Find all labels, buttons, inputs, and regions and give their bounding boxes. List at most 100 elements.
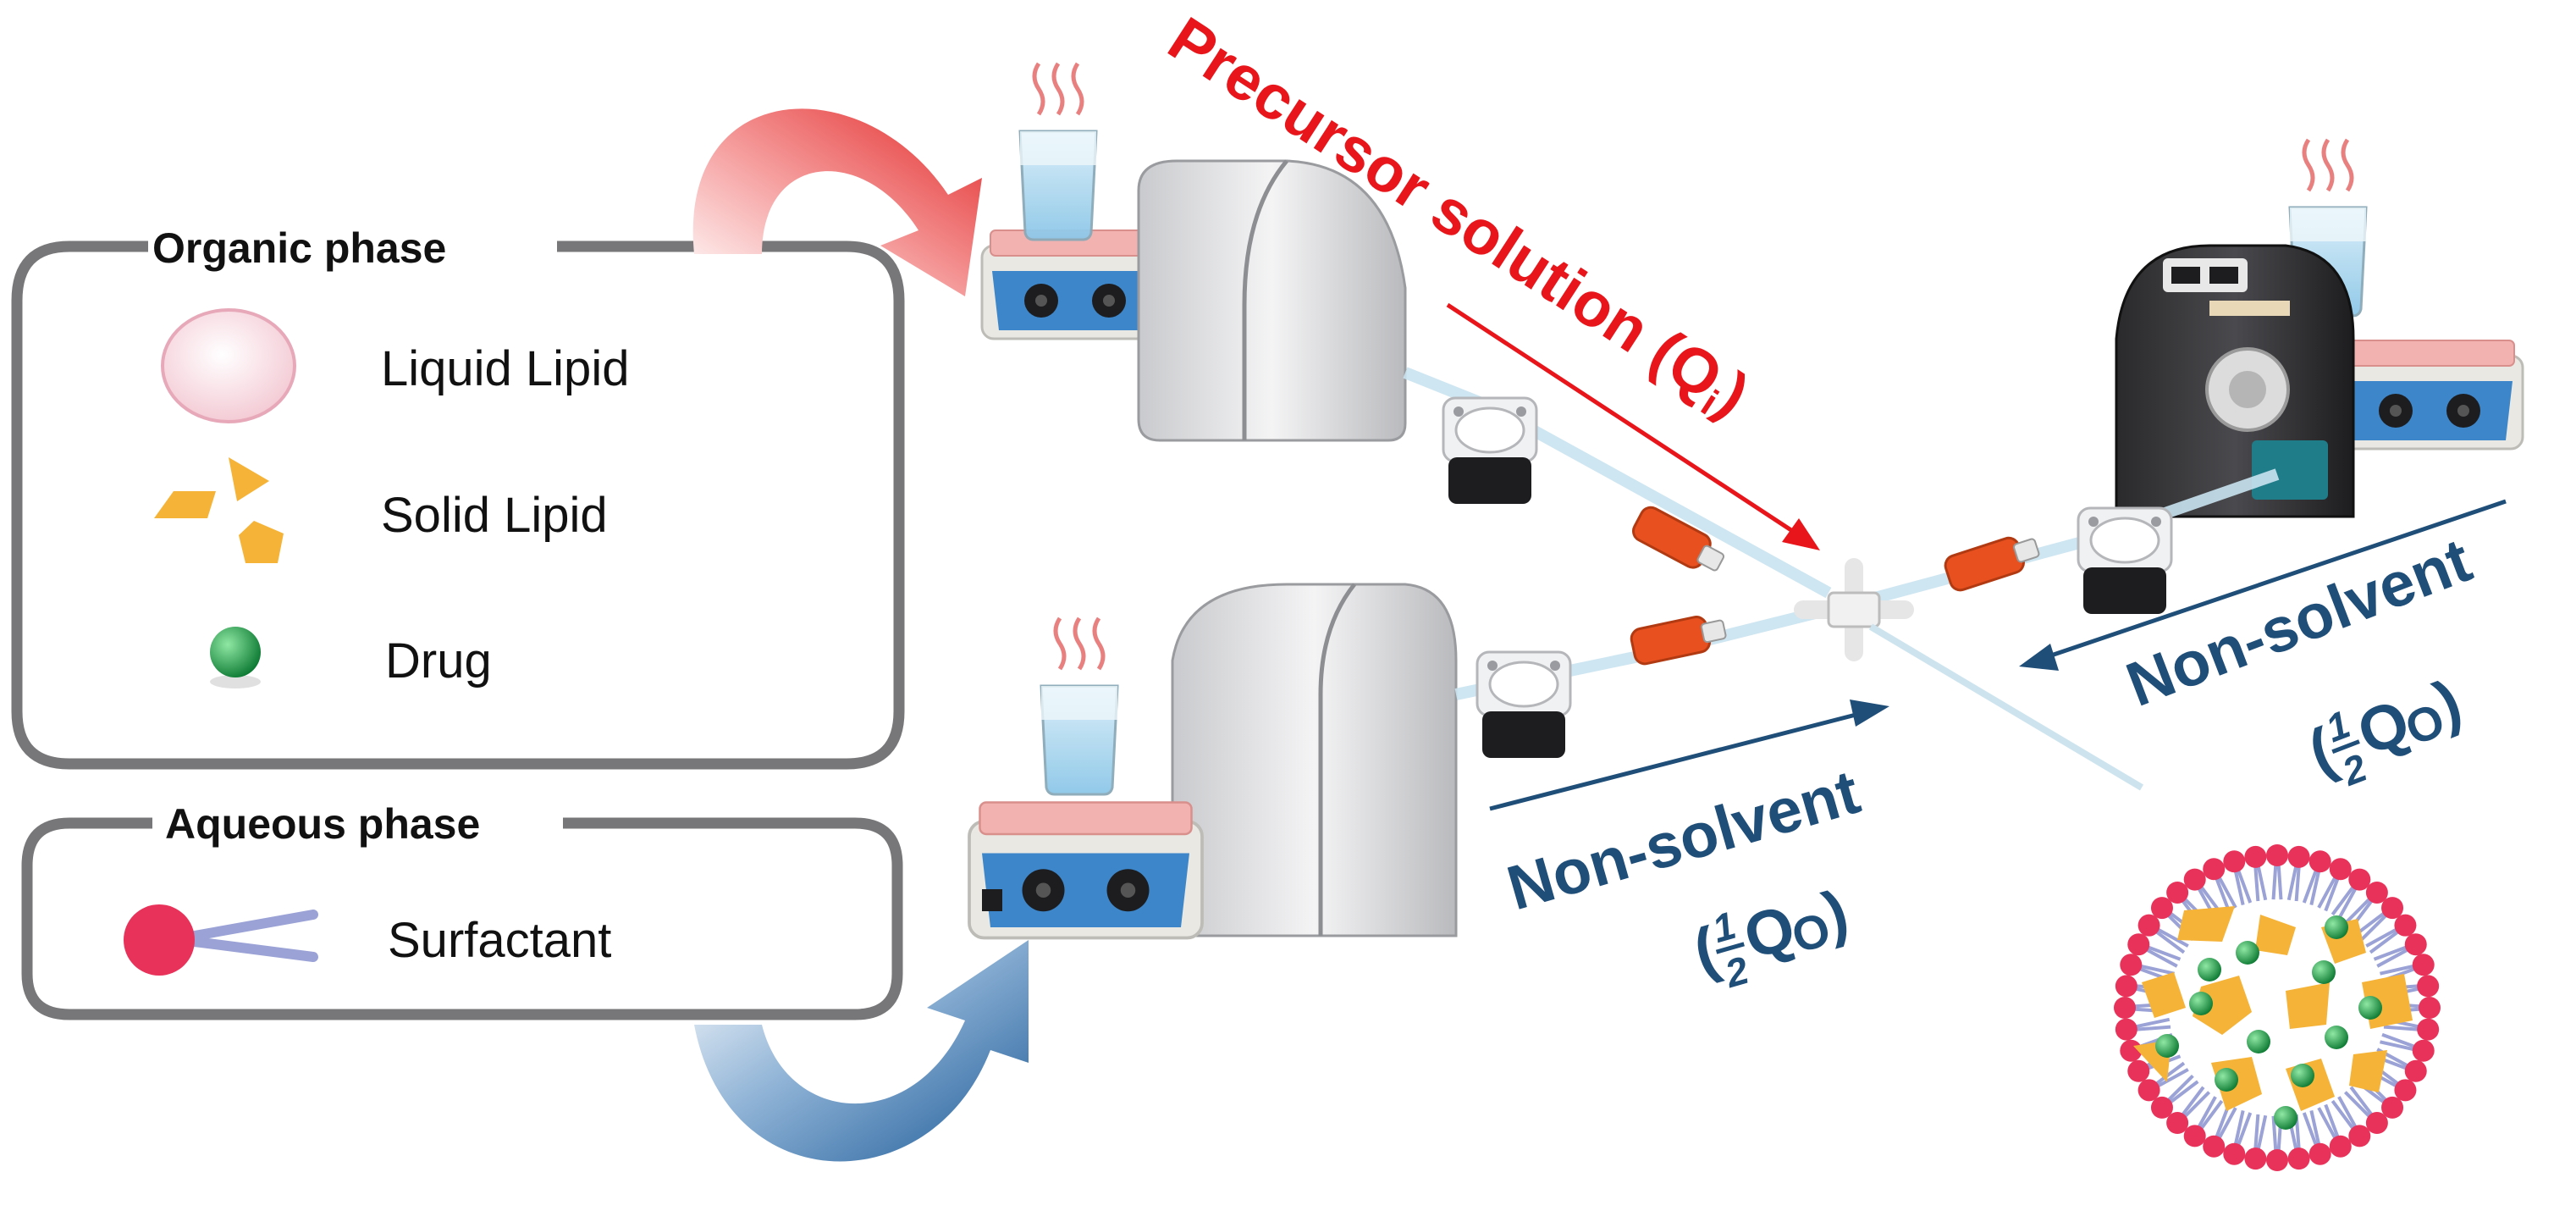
surfactant-head bbox=[2308, 850, 2331, 873]
cross-mixing-junction bbox=[1794, 558, 1914, 661]
surfactant-tail bbox=[2294, 866, 2301, 902]
surfactant-head bbox=[2365, 1112, 2388, 1135]
aqueous-hotplate-stirrer bbox=[968, 800, 1204, 940]
solid-lipid-label: Solid Lipid bbox=[381, 488, 608, 543]
drug-particle bbox=[2236, 941, 2259, 965]
surfactant-tail bbox=[2182, 1086, 2205, 1116]
drug-particle bbox=[2189, 992, 2213, 1015]
surfactant-tail bbox=[2373, 945, 2407, 961]
surfactant-head bbox=[2127, 933, 2150, 956]
surfactant-head bbox=[2412, 1039, 2435, 1062]
surfactant-tail bbox=[2169, 1080, 2199, 1103]
surfactant-head bbox=[2127, 1059, 2150, 1082]
surfactant-tail bbox=[2369, 931, 2399, 954]
surfactant-tail bbox=[2157, 927, 2189, 948]
drug-particle bbox=[2291, 1064, 2314, 1087]
surfactant-head bbox=[2223, 1142, 2246, 1165]
surfactant-head bbox=[2381, 897, 2404, 920]
surfactant-tail bbox=[2309, 1110, 2320, 1145]
organic-syringe-pump bbox=[1137, 159, 1407, 442]
surfactant-head bbox=[2150, 897, 2173, 920]
surfactant-head bbox=[2137, 1079, 2160, 1102]
aqueous-phase-title: Aqueous phase bbox=[165, 800, 480, 848]
fraction-denominator: 2 bbox=[1719, 948, 1753, 996]
surfactant-tail bbox=[2380, 1040, 2414, 1051]
surfactant-head bbox=[2223, 850, 2246, 873]
surfactant-tail bbox=[2218, 876, 2237, 909]
solid-lipid-icon bbox=[154, 457, 284, 563]
organic-transfer-arrow bbox=[692, 108, 982, 296]
drug-particle bbox=[2325, 915, 2348, 939]
liquid-lipid-label: Liquid Lipid bbox=[381, 341, 629, 396]
surfactant-head bbox=[2404, 1059, 2427, 1082]
surfactant-label: Surfactant bbox=[388, 913, 611, 968]
surfactant-tail bbox=[2155, 1061, 2186, 1085]
surfactant-tail bbox=[2355, 912, 2386, 936]
organic-beaker bbox=[1020, 64, 1096, 240]
drug-icon bbox=[210, 627, 261, 688]
surfactant-tail bbox=[2343, 898, 2371, 925]
aqueous-connector bbox=[1628, 610, 1729, 667]
surfactant-tail bbox=[2234, 871, 2245, 905]
surfactant-tail bbox=[2218, 1107, 2237, 1139]
surfactant-tail bbox=[2380, 965, 2414, 976]
aqueous-phase-legend: Aqueous phase Surfactant bbox=[21, 800, 903, 1020]
surfactant-tail bbox=[2302, 1112, 2318, 1146]
surfactant-head bbox=[2412, 954, 2435, 976]
surfactant-tail bbox=[2309, 871, 2320, 905]
surfactant-head bbox=[2266, 1149, 2288, 1171]
surfactant-icon bbox=[124, 904, 318, 976]
right-hotplate-stirrer bbox=[2335, 339, 2524, 451]
surfactant-head bbox=[2365, 881, 2388, 904]
surfactant-head bbox=[2394, 914, 2417, 937]
surfactant-tail bbox=[2360, 914, 2387, 942]
surfactant-head bbox=[2417, 1018, 2440, 1041]
right-tubing bbox=[1861, 468, 2280, 607]
surfactant-head bbox=[2183, 1125, 2206, 1147]
surfactant-tail bbox=[2381, 1032, 2415, 1048]
surfactant-head bbox=[2166, 881, 2189, 904]
organic-pump-head bbox=[1442, 396, 1538, 506]
surfactant-head bbox=[2329, 858, 2352, 881]
surfactant-tail bbox=[2276, 865, 2283, 900]
drug-particle bbox=[2325, 1026, 2348, 1049]
surfactant-head bbox=[2308, 1142, 2331, 1165]
surfactant-tail bbox=[2331, 886, 2354, 916]
surfactant-head bbox=[2244, 845, 2267, 868]
drug-particle bbox=[2358, 996, 2382, 1020]
surfactant-tail bbox=[2200, 1099, 2224, 1130]
nonsolvent-bottom-label: Non-solvent bbox=[1500, 756, 1867, 924]
organic-phase-title: Organic phase bbox=[152, 224, 446, 272]
aqueous-transfer-arrow bbox=[694, 940, 1029, 1162]
drug-particle bbox=[2155, 1034, 2179, 1058]
surfactant-tail bbox=[2256, 1114, 2268, 1149]
surfactant-head bbox=[2183, 868, 2206, 891]
surfactant-tail bbox=[2155, 931, 2186, 954]
surfactant-head bbox=[2287, 1147, 2310, 1170]
drug-particle bbox=[2312, 960, 2336, 984]
surfactant-head bbox=[2203, 858, 2226, 881]
aqueous-syringe-pump bbox=[1171, 583, 1458, 937]
surfactant-head bbox=[2114, 997, 2136, 1019]
surfactant-tail bbox=[2253, 1114, 2260, 1149]
surfactant-tail bbox=[2337, 1096, 2358, 1128]
surfactant-tail bbox=[2376, 948, 2408, 968]
surfactant-head bbox=[2287, 845, 2310, 868]
surfactant-tail bbox=[2146, 948, 2178, 968]
surfactant-head bbox=[2137, 914, 2160, 937]
surfactant-head bbox=[2120, 1039, 2143, 1062]
surfactant-head bbox=[2394, 1079, 2417, 1102]
surfactant-tail bbox=[2317, 1107, 2336, 1139]
surfactant-tail bbox=[2140, 965, 2175, 976]
surfactant-tail bbox=[2136, 1017, 2171, 1029]
outlet-tubing bbox=[1868, 623, 2144, 791]
liquid-lipid-icon bbox=[161, 308, 296, 423]
surfactant-tail bbox=[2167, 1074, 2194, 1102]
nonsolvent-bottom-flowrate: ( 1 2 Q O ) bbox=[1686, 876, 1856, 997]
surfactant-tail bbox=[2256, 866, 2268, 901]
surfactant-head bbox=[2244, 1147, 2267, 1170]
surfactant-head bbox=[2348, 868, 2371, 891]
surfactant-head bbox=[2417, 975, 2440, 998]
drug-particle bbox=[2247, 1030, 2270, 1053]
